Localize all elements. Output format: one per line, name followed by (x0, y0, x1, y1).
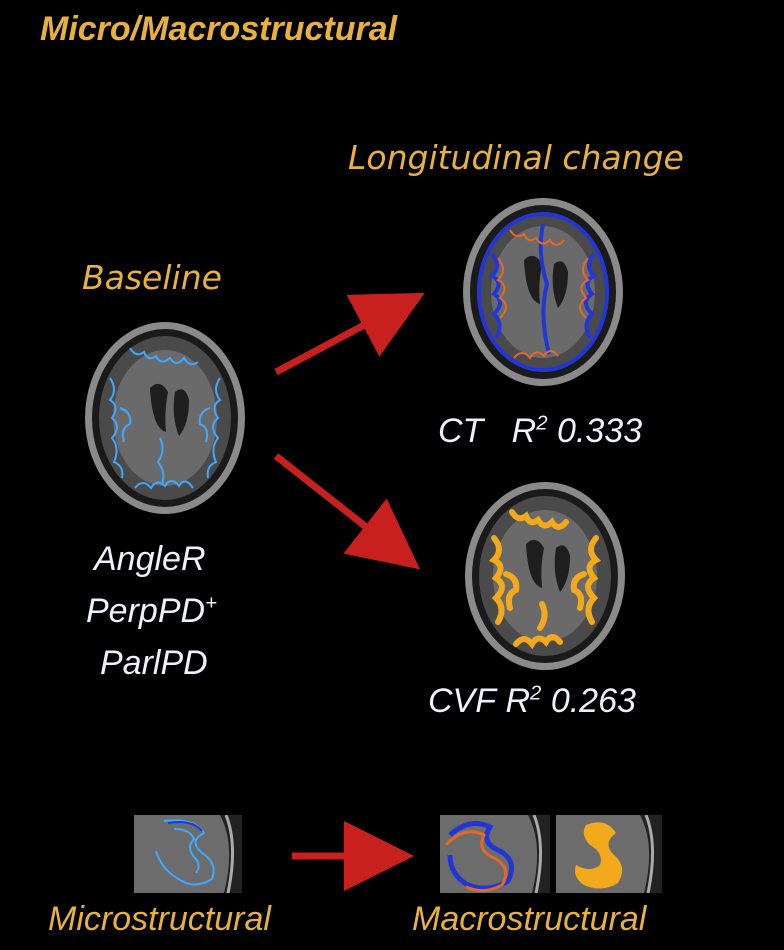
macrostructural-label: Macrostructural (412, 900, 647, 938)
macrostructural-cvf-thumbnail (556, 815, 662, 893)
baseline-heading: Baseline (82, 258, 222, 297)
longitudinal-heading: Longitudinal change (348, 138, 684, 177)
cvf-r2-value: 0.263 (550, 682, 636, 720)
baseline-brain-image (85, 322, 245, 514)
microstructural-label: Microstructural (48, 900, 271, 938)
ct-change-brain-image (463, 198, 623, 386)
measure-perppd-text: PerpPD (86, 592, 206, 630)
ct-r2-value: 0.333 (557, 412, 643, 450)
measure-parlpd: ParlPD (100, 644, 208, 682)
ct-label: CT (438, 412, 484, 450)
figure-title: Micro/Macrostructural (40, 10, 398, 48)
cvf-change-brain-image (465, 482, 625, 670)
ct-r-sup: 2 (536, 412, 548, 435)
measure-perppd: PerpPD+ (86, 592, 217, 631)
ct-r2-label: CT R2 0.333 (438, 412, 642, 451)
measure-perppd-sup: + (205, 592, 217, 615)
arrow-to-cvf (273, 453, 421, 570)
cvf-label: CVF (428, 682, 496, 720)
arrow-to-ct (274, 292, 425, 376)
cvf-r-prefix: R (505, 682, 531, 720)
cvf-r2-label: CVF R2 0.263 (428, 682, 636, 721)
cvf-r-sup: 2 (530, 682, 542, 705)
ct-r-prefix: R (511, 412, 537, 450)
microstructural-thumbnail (134, 815, 242, 893)
measure-angler: AngleR (94, 540, 206, 578)
macrostructural-ct-thumbnail (440, 815, 550, 893)
